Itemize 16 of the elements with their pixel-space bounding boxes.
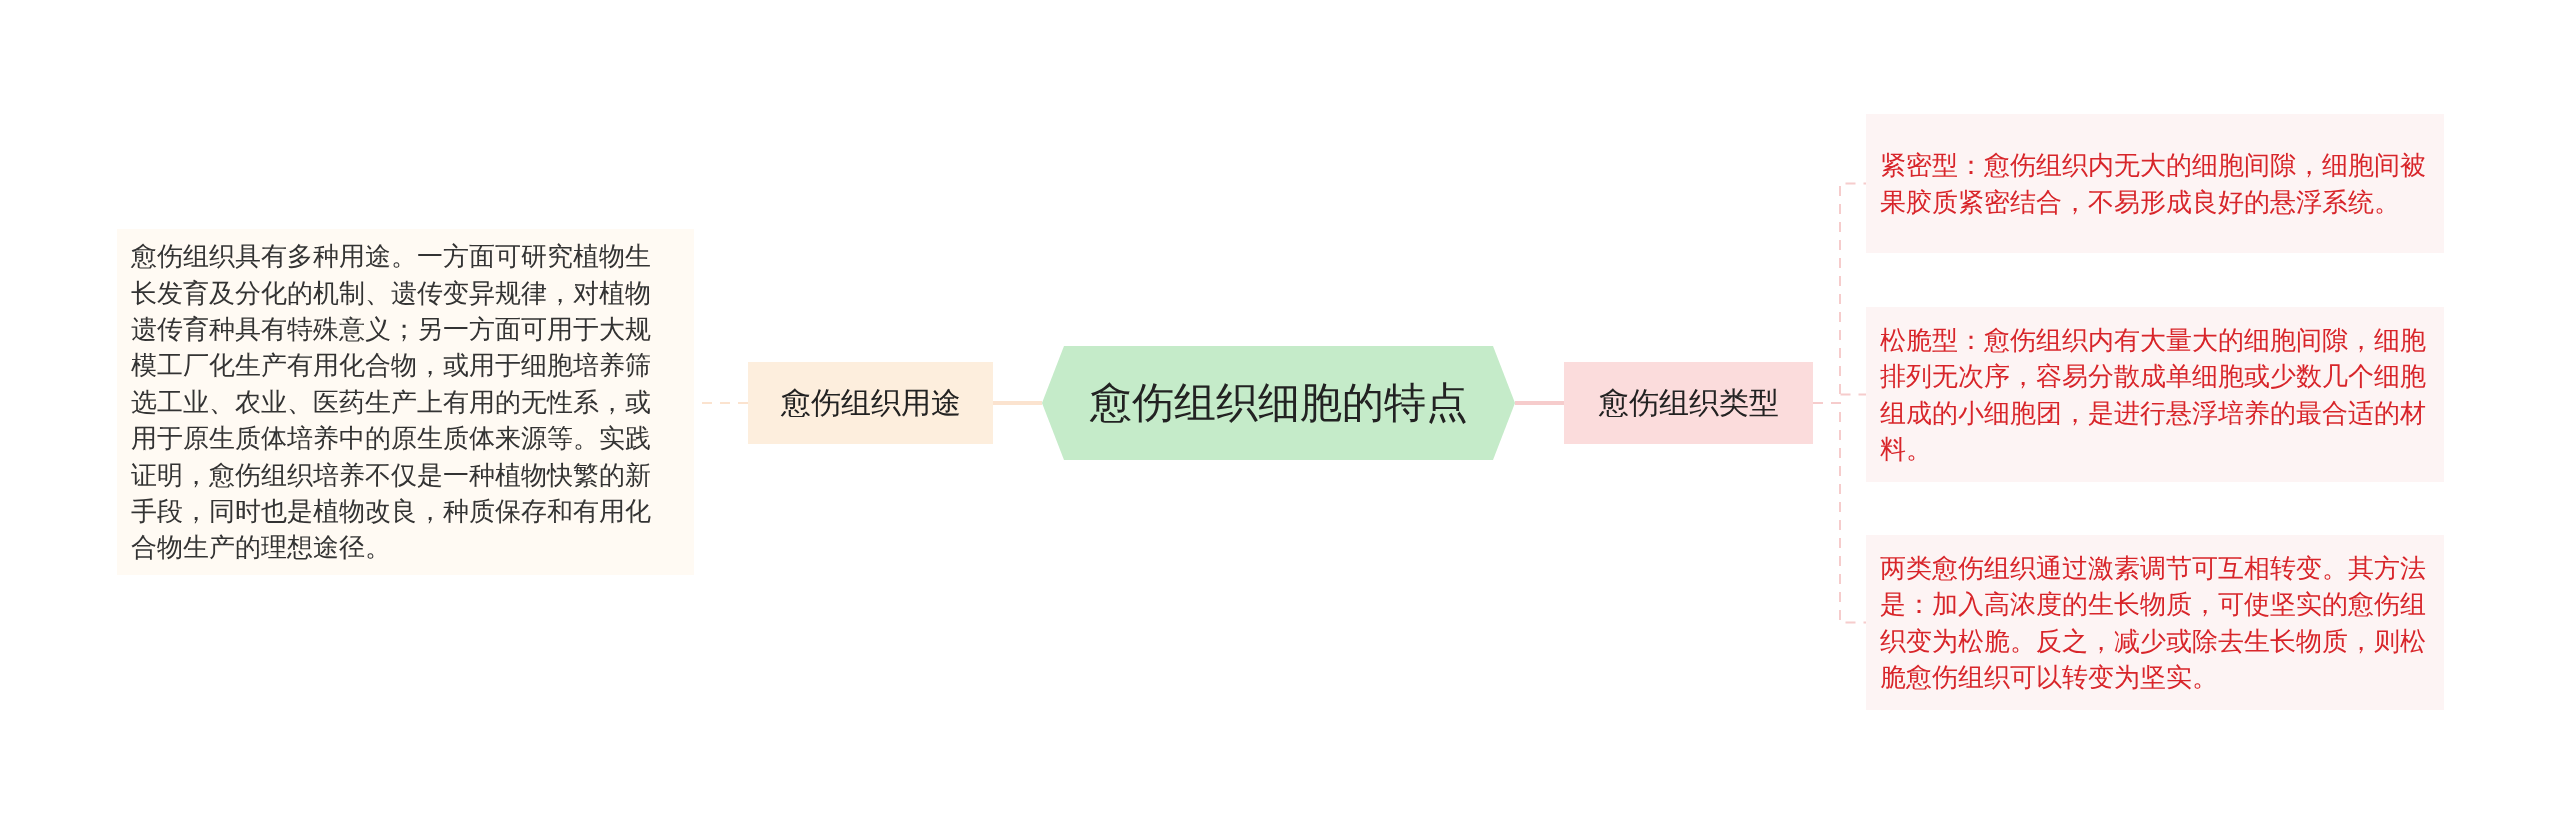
connector-line: [993, 401, 1042, 405]
note-text: 愈伤组织具有多种用途。一方面可研究植物生长发育及分化的机制、遗传变异规律，对植物遗传育种具有特殊意义；另一方面可用于大规模工厂化生产有用化合物，或用于细胞培养筛选工业、农业、医药生产上有用的无性系，或用于原生质体培养中的原生质体来源等。实践证明，愈伤组织培养不仅是一种植物快繁的新手段，同时也是植物改良，种质保存和有用化合物生产的理想途径。: [131, 240, 652, 565]
note-text: 紧密型：愈伤组织内无大的细胞间隙，细胞间被果胶质紧密结合，不易形成良好的悬浮系统。: [1880, 149, 2426, 219]
note-text: 两类愈伤组织通过激素调节可互相转变。其方法是：加入高浓度的生长物质，可使坚实的愈伤组织变为松脆。反之，减少或除去生长物质，则松脆愈伤组织可以转变为坚实。: [1880, 551, 2426, 694]
connector-line: [1515, 401, 1564, 405]
branch-label: 愈伤组织类型: [1598, 385, 1779, 421]
note-text: 松脆型：愈伤组织内有大量大的细胞间隙，细胞排列无次序，容易分散成单细胞或少数几个细胞组成的小细胞团，是进行悬浮培养的最合适的材料。: [1880, 323, 2426, 466]
central-topic-hexagon: [1042, 346, 1515, 460]
branch-box: [1564, 362, 1813, 444]
note-card: [1866, 307, 2444, 482]
topic-title: 愈伤组织细胞的特点: [1089, 377, 1468, 429]
connector-line: [1812, 402, 1867, 624]
branch-box: [748, 362, 993, 444]
note-card: [1866, 535, 2444, 710]
branch-label: 愈伤组织用途: [780, 385, 961, 421]
note-card: [1866, 114, 2444, 253]
